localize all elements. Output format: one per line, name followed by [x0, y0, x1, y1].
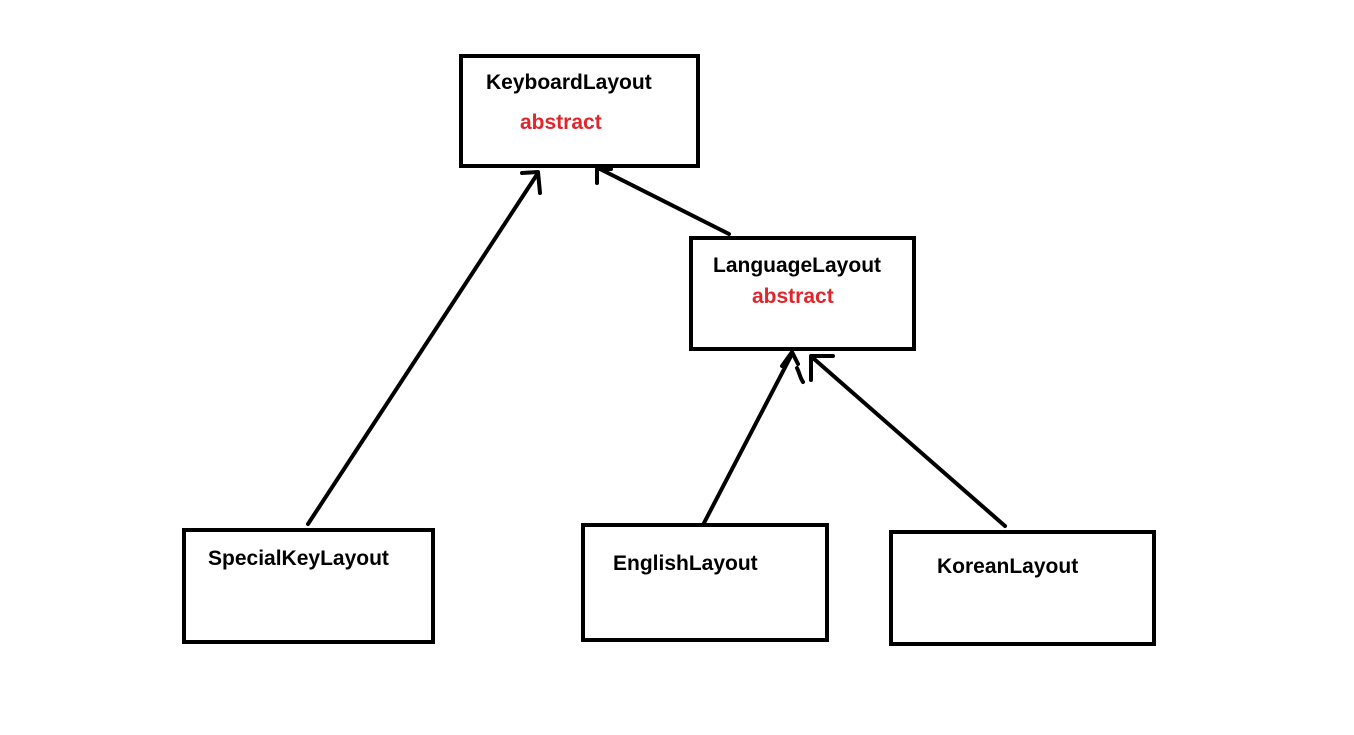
class-name-keyboard-layout: KeyboardLayout [486, 71, 652, 94]
arrowhead-language-left-icon [780, 350, 805, 384]
edge-special-to-keyboard [306, 171, 540, 526]
arrowhead-keyboard-left-icon [520, 170, 542, 195]
class-box-special-key-layout: SpecialKeyLayout [182, 528, 435, 644]
abstract-label-keyboard-layout: abstract [520, 111, 602, 134]
class-name-korean-layout: KoreanLayout [937, 555, 1079, 578]
edge-korean-to-language [811, 356, 1007, 528]
class-name-english-layout: EnglishLayout [613, 552, 758, 575]
class-box-language-layout: LanguageLayout abstract [689, 236, 916, 351]
edge-english-to-language [702, 352, 794, 525]
arrowhead-language-right-icon [809, 354, 835, 382]
class-box-keyboard-layout: KeyboardLayout abstract [459, 54, 700, 168]
class-name-special-key-layout: SpecialKeyLayout [208, 547, 389, 570]
class-box-korean-layout: KoreanLayout [889, 530, 1156, 646]
class-box-english-layout: EnglishLayout [581, 523, 829, 642]
abstract-label-language-layout: abstract [752, 285, 834, 308]
arrowhead-keyboard-right-icon [595, 167, 613, 185]
class-name-language-layout: LanguageLayout [713, 254, 882, 277]
edge-language-to-keyboard [596, 166, 731, 236]
